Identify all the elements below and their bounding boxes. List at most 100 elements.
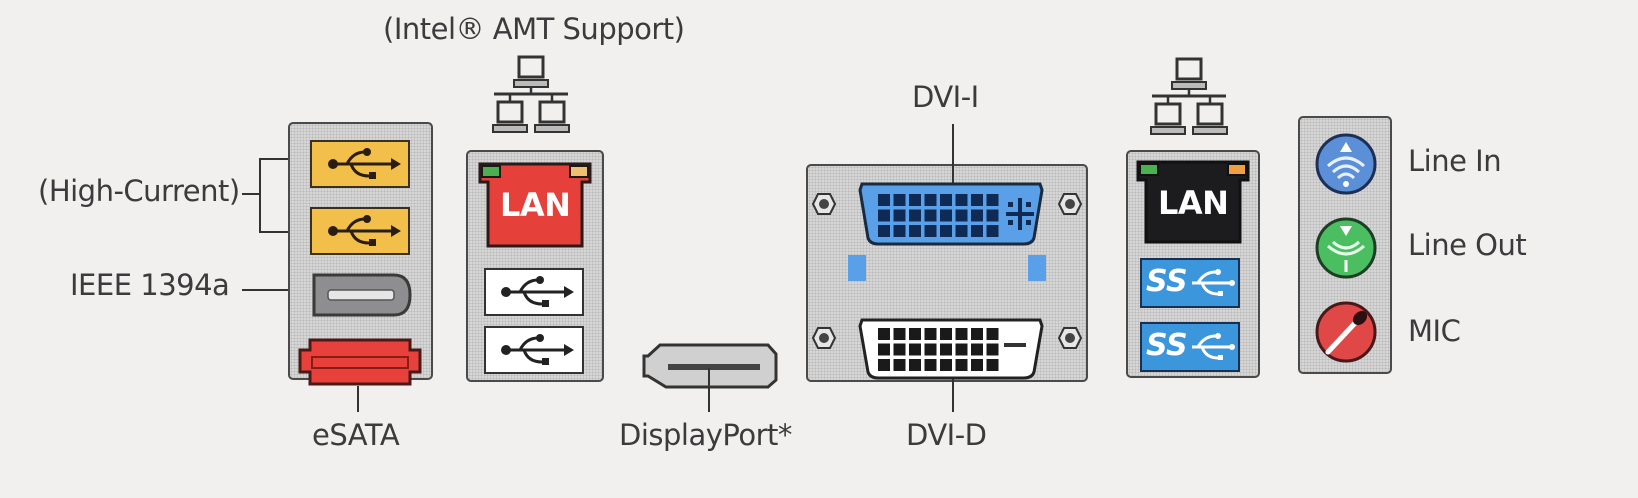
dvi-pin [893, 359, 906, 371]
dvi-pin [909, 328, 921, 340]
dvi-pin [893, 194, 906, 206]
screw-icon [811, 327, 837, 349]
displayport-label: DisplayPort* [619, 418, 792, 452]
usb-icon [501, 334, 574, 365]
dvi-pin [893, 343, 906, 356]
usb3-ss-text: SS [1146, 264, 1188, 299]
dvi-pin [893, 328, 906, 340]
usb-icon [328, 215, 401, 246]
usb-icon [1192, 333, 1235, 360]
dvi-pin [986, 194, 999, 206]
network-icon [492, 55, 570, 133]
dvi-pin [878, 194, 890, 206]
mic-jack[interactable] [1314, 300, 1378, 364]
dvi-analog-cross [1018, 198, 1022, 230]
dvi-pin [955, 209, 968, 222]
dvi-pin [986, 359, 999, 371]
displayport-port[interactable] [640, 342, 780, 390]
dvi-d-leader [952, 372, 954, 412]
dvi-pin [971, 328, 983, 340]
dvi-pin [955, 194, 968, 206]
dvi-pin [986, 328, 999, 340]
amt-support-label: (Intel® AMT Support) [383, 12, 685, 46]
dvi-pin [878, 359, 890, 371]
line-out-jack[interactable] [1314, 216, 1378, 280]
dvi-pin [924, 225, 937, 237]
usb-icon [1192, 269, 1235, 296]
line-in-jack[interactable] [1314, 132, 1378, 196]
dvi-pin [924, 209, 937, 222]
lan-amt-text: LAN [500, 186, 571, 224]
dvi-i-port[interactable] [856, 180, 1046, 248]
displayport-leader [708, 368, 710, 412]
high-current-leader [242, 193, 260, 195]
dvi-pin [878, 209, 890, 222]
dvi-pin [940, 359, 952, 371]
dvi-pin [986, 343, 999, 356]
dvi-pin [955, 328, 968, 340]
screw-icon [1057, 193, 1083, 215]
dvi-d-label: DVI-D [906, 418, 987, 452]
mic-label: MIC [1408, 314, 1461, 348]
dvi-pin [924, 194, 937, 206]
dvi-pin [909, 343, 921, 356]
esata-leader [357, 386, 359, 412]
dvi-pin [909, 225, 921, 237]
ieee1394-port[interactable] [310, 272, 414, 318]
dvi-pin [940, 209, 952, 222]
dvi-pin [909, 359, 921, 371]
usb3-ss-text: SS [1146, 328, 1188, 363]
esata-port[interactable] [298, 338, 422, 386]
high-current-bracket-bottom [259, 231, 311, 233]
ieee1394-label: IEEE 1394a [70, 268, 230, 302]
dvi-pin [955, 359, 968, 371]
dvi-pin [940, 225, 952, 237]
dvi-pin [971, 194, 983, 206]
usb-icon [328, 148, 401, 179]
line-out-label: Line Out [1408, 228, 1527, 262]
dvi-pin [955, 343, 968, 356]
dvi-analog-pin [1026, 220, 1031, 225]
dvi-pin [940, 328, 952, 340]
dvi-pin [940, 343, 952, 356]
dvi-pin [878, 343, 890, 356]
network-icon [1150, 57, 1228, 135]
high-current-bracket [259, 158, 261, 232]
dvi-pin [924, 359, 937, 371]
dvi-pin [971, 343, 983, 356]
dvi-pin [909, 209, 921, 222]
dvi-pin [971, 209, 983, 222]
dvi-pin [878, 225, 890, 237]
dvi-pin [955, 225, 968, 237]
dvi-i-label: DVI-I [912, 80, 979, 114]
lan-standard-text: LAN [1158, 184, 1229, 222]
dvi-pin [986, 209, 999, 222]
dvi-pin [893, 209, 906, 222]
ieee1394-leader [242, 289, 312, 291]
dvi-i-latch-right [1028, 255, 1046, 281]
dvi-d-port[interactable] [856, 316, 1046, 382]
dvi-pin [986, 225, 999, 237]
lan-port-amt[interactable] [478, 162, 592, 250]
usb-icon [501, 276, 574, 307]
high-current-label: (High-Current) [38, 174, 240, 208]
high-current-bracket-top [259, 158, 311, 160]
dvi-pin [940, 194, 952, 206]
dvi-i-latch-left [848, 255, 866, 281]
lan-port-standard[interactable] [1136, 160, 1250, 246]
dvi-analog-pin [1008, 220, 1013, 225]
dvi-pin [924, 343, 937, 356]
dvi-i-leader [952, 124, 954, 184]
dvi-analog-pin [1026, 202, 1031, 207]
dvi-pin [924, 328, 937, 340]
dvi-pin [971, 225, 983, 237]
esata-label: eSATA [312, 418, 400, 452]
dvi-pin [909, 194, 921, 206]
dvi-pin [971, 359, 983, 371]
dvi-pin [878, 328, 890, 340]
line-in-label: Line In [1408, 144, 1502, 178]
screw-icon [1057, 327, 1083, 349]
dvi-pin [893, 225, 906, 237]
dvi-analog-pin [1008, 202, 1013, 207]
screw-icon [811, 193, 837, 215]
